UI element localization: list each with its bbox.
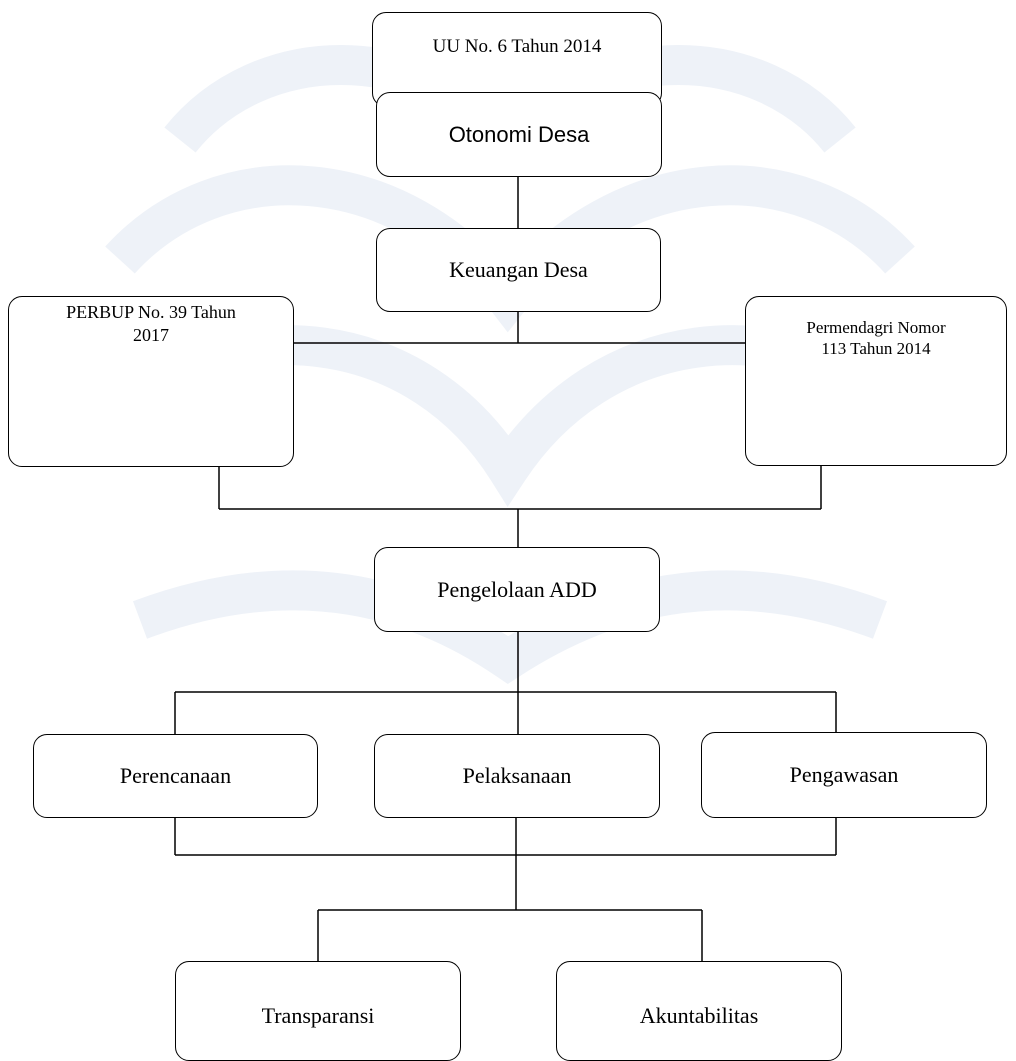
permendagri-label: Permendagri Nomor 113 Tahun 2014	[806, 318, 946, 359]
pengawasan-label: Pengawasan	[789, 762, 899, 788]
perbup-label: PERBUP No. 39 Tahun 2017	[66, 302, 236, 345]
akuntabilitas-node: Akuntabilitas	[556, 961, 842, 1061]
pelaksanaan-node: Pelaksanaan	[374, 734, 660, 818]
pengelolaan-label: Pengelolaan ADD	[437, 576, 597, 602]
pengelolaan-node: Pengelolaan ADD	[374, 547, 660, 632]
uu-label: UU No. 6 Tahun 2014	[432, 36, 602, 57]
pelaksanaan-label: Pelaksanaan	[462, 763, 572, 789]
perbup-node: PERBUP No. 39 Tahun 2017	[8, 296, 294, 467]
keuangan-node: Keuangan Desa	[376, 228, 661, 312]
perencanaan-label: Perencanaan	[119, 763, 232, 789]
connector-lines	[174, 177, 837, 961]
perencanaan-node: Perencanaan	[33, 734, 318, 818]
keuangan-label: Keuangan Desa	[449, 257, 588, 283]
pengawasan-node: Pengawasan	[701, 732, 987, 818]
permendagri-node: Permendagri Nomor 113 Tahun 2014	[745, 296, 1007, 466]
otonomi-node: Otonomi Desa	[376, 92, 662, 177]
akuntabilitas-label: Akuntabilitas	[639, 1003, 759, 1028]
transparansi-label: Transparansi	[261, 1003, 375, 1028]
otonomi-label: Otonomi Desa	[448, 121, 590, 147]
transparansi-node: Transparansi	[175, 961, 461, 1061]
framework-diagram: UU No. 6 Tahun 2014 Otonomi Desa Keuanga…	[8, 12, 1007, 1061]
